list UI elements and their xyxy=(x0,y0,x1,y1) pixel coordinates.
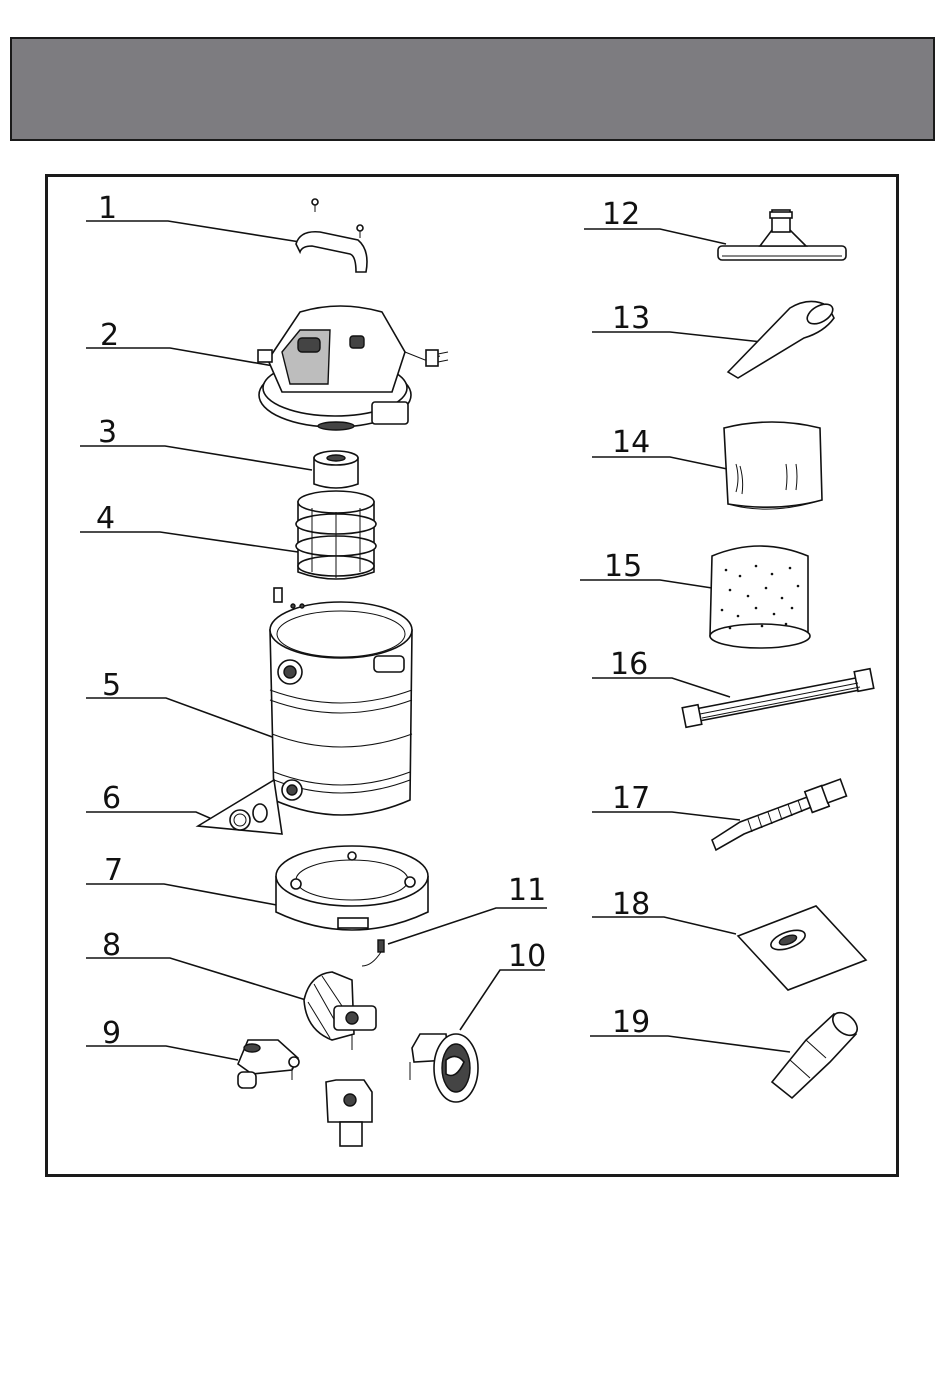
extension-tube-icon xyxy=(682,669,874,728)
caster-icon-2 xyxy=(238,1040,299,1088)
callout-16: 16 xyxy=(592,647,730,697)
motor-head-icon xyxy=(258,306,448,430)
callout-5: 5 xyxy=(86,668,275,738)
callout-label: 11 xyxy=(508,873,546,908)
callout-7: 7 xyxy=(86,853,282,906)
foam-filter-icon xyxy=(710,546,810,648)
inlet-nut-icon xyxy=(198,780,282,834)
callout-label: 16 xyxy=(610,647,648,682)
callout-10: 10 xyxy=(460,939,546,1030)
adapter-icon xyxy=(772,1008,862,1098)
callout-8: 8 xyxy=(86,928,306,1000)
filter-cage-icon xyxy=(296,491,376,579)
foam-float-icon xyxy=(314,451,358,488)
callout-label: 12 xyxy=(602,197,640,232)
callout-19: 19 xyxy=(590,1005,790,1052)
callout-label: 4 xyxy=(96,501,115,536)
callout-18: 18 xyxy=(592,887,736,934)
wheel-icon xyxy=(410,1034,478,1102)
callout-label: 3 xyxy=(98,415,117,450)
callout-label: 15 xyxy=(604,549,642,584)
caster-icon-3 xyxy=(326,1080,372,1146)
callout-13: 13 xyxy=(592,301,762,342)
callout-9: 9 xyxy=(86,1016,238,1060)
callout-2: 2 xyxy=(86,318,285,368)
cloth-filter-icon xyxy=(724,422,822,509)
base-ring-icon xyxy=(276,846,428,930)
callout-3: 3 xyxy=(80,415,312,470)
callout-12: 12 xyxy=(584,197,726,244)
callout-4: 4 xyxy=(80,501,298,552)
callout-label: 19 xyxy=(612,1005,650,1040)
dust-bag-icon xyxy=(738,906,866,990)
callout-label: 10 xyxy=(508,939,546,974)
tank-icon xyxy=(270,588,412,815)
crevice-tool-icon xyxy=(728,300,836,378)
callout-label: 13 xyxy=(612,301,650,336)
screw-icon xyxy=(362,940,384,966)
caster-icon xyxy=(304,972,376,1050)
handle-icon xyxy=(296,199,367,272)
callout-14: 14 xyxy=(592,425,732,470)
callout-label: 6 xyxy=(102,781,121,816)
hose-icon xyxy=(712,779,846,850)
floor-nozzle-icon xyxy=(718,210,846,260)
callout-label: 7 xyxy=(104,853,123,888)
callout-6: 6 xyxy=(86,781,228,826)
callout-1: 1 xyxy=(86,191,300,242)
callout-15: 15 xyxy=(580,549,712,588)
callout-17: 17 xyxy=(592,781,740,820)
callout-label: 14 xyxy=(612,425,650,460)
callout-label: 17 xyxy=(612,781,650,816)
